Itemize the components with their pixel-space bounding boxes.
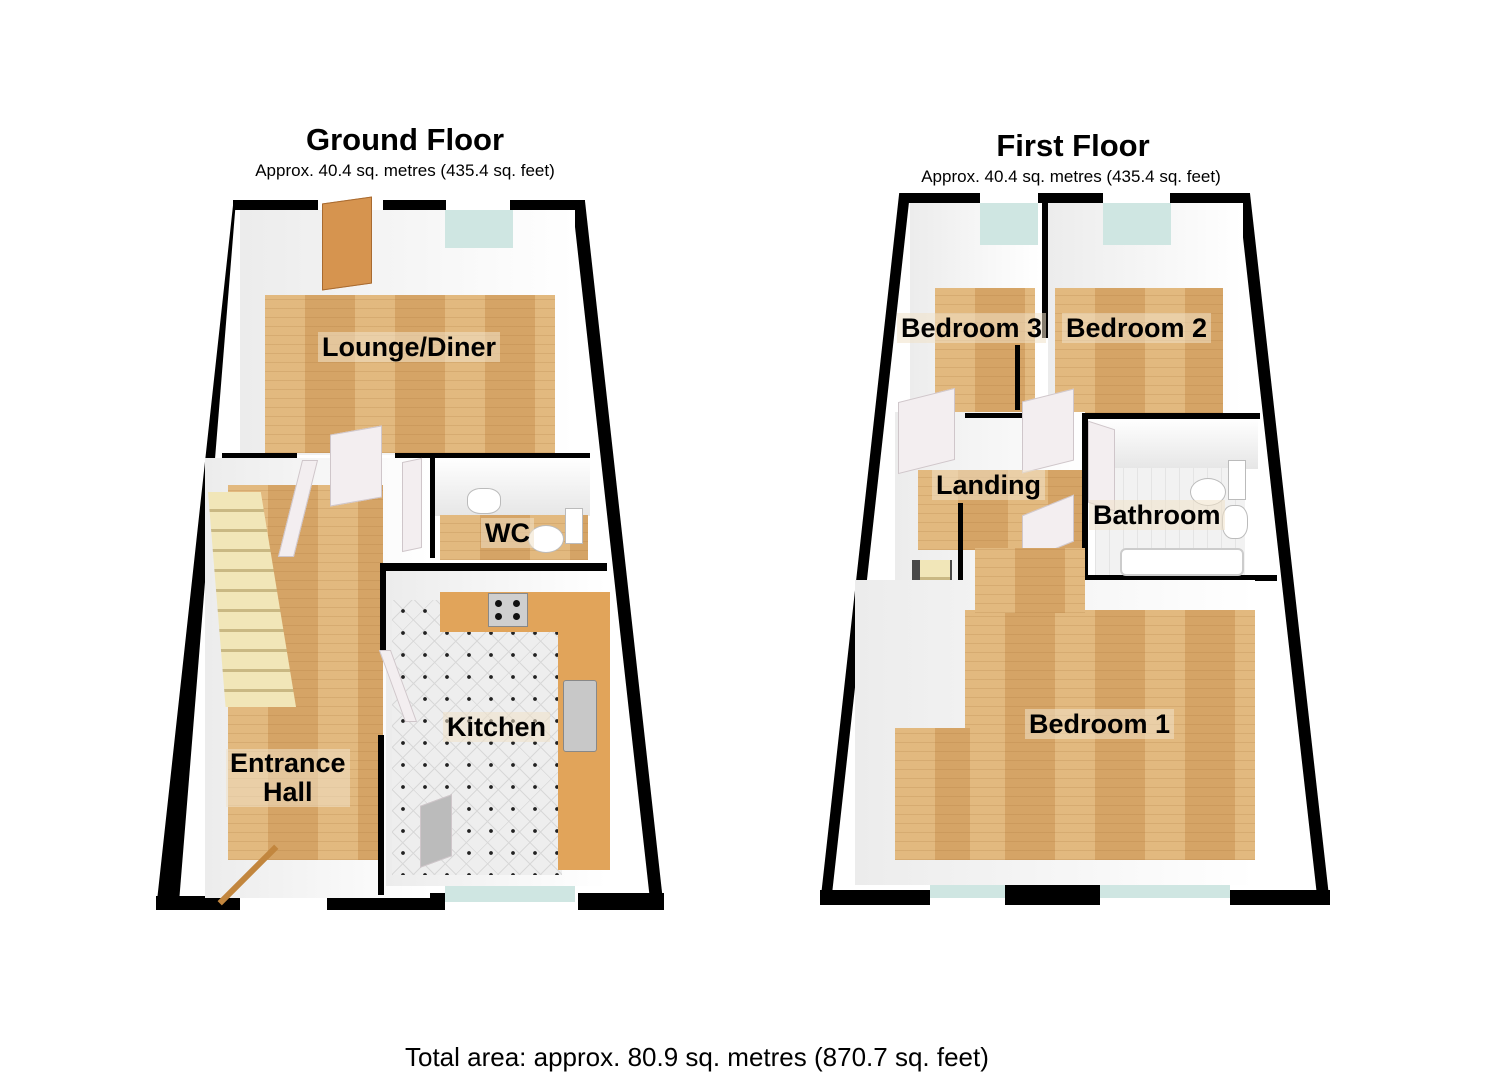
wall <box>222 453 297 458</box>
bathroom-cistern-icon <box>1228 460 1246 500</box>
room-label-landing: Landing <box>932 470 1045 500</box>
wall <box>1015 345 1020 410</box>
wall <box>1042 193 1048 338</box>
bathroom-basin-icon <box>1222 505 1248 539</box>
wall <box>378 735 384 895</box>
wall <box>382 563 607 571</box>
room-label-bedroom-3: Bedroom 3 <box>897 313 1047 343</box>
room-label-bedroom-2: Bedroom 2 <box>1062 313 1212 343</box>
wall <box>900 193 980 203</box>
entrance-hall-label-line2: Hall <box>263 777 313 807</box>
entrance-hall-label-line1: Entrance <box>230 748 346 778</box>
room-label-entrance-hall: Entrance Hall <box>226 749 350 807</box>
room-label-wc: WC <box>481 518 534 548</box>
ground-floor-plan: Lounge/Diner Entrance Hall WC Kitchen <box>0 0 740 1000</box>
wall <box>1082 413 1260 419</box>
bedroom2-window <box>1103 203 1171 245</box>
wall <box>1038 193 1103 203</box>
wc-basin-icon <box>467 488 501 514</box>
bedroom1-floor-left <box>895 728 970 860</box>
wall <box>430 458 435 558</box>
wall <box>383 200 443 210</box>
first-floor-plan: Bedroom 3 Bedroom 2 Landing Bathroom Bed… <box>820 193 1330 905</box>
wall <box>1170 193 1250 203</box>
wall <box>395 453 590 458</box>
bedroom1-floor-entry <box>975 548 1085 613</box>
wall <box>820 890 930 905</box>
wall <box>233 200 318 210</box>
wall <box>380 563 386 653</box>
room-label-kitchen: Kitchen <box>443 712 551 742</box>
kitchen-window <box>445 882 575 902</box>
bath-icon <box>1120 548 1244 576</box>
bedroom2-door[interactable] <box>1022 388 1074 474</box>
room-label-lounge-diner: Lounge/Diner <box>318 332 500 362</box>
bathroom-door[interactable] <box>1088 420 1115 512</box>
wall <box>1082 575 1277 581</box>
wc-toilet-icon <box>528 525 564 553</box>
wall <box>1230 890 1330 905</box>
bedroom2-floor <box>1055 288 1223 413</box>
wall <box>578 893 664 910</box>
lounge-floor <box>265 295 555 453</box>
hob-icon <box>488 593 528 627</box>
room-label-bedroom-1: Bedroom 1 <box>1025 709 1175 739</box>
ground-floor-title: Ground Floor <box>305 122 505 157</box>
first-floor-area: Approx. 40.4 sq. metres (435.4 sq. feet) <box>921 167 1221 186</box>
kitchen-sink-icon <box>563 680 597 752</box>
first-floor-title: First Floor <box>996 128 1150 163</box>
bedroom3-window <box>980 203 1038 245</box>
wall <box>1005 885 1100 905</box>
wc-walls <box>435 458 590 516</box>
wall <box>965 413 1025 418</box>
total-area: Total area: approx. 80.9 sq. metres (870… <box>405 1042 989 1072</box>
wall <box>513 200 585 210</box>
ground-floor-area: Approx. 40.4 sq. metres (435.4 sq. feet) <box>255 161 555 180</box>
wall <box>1082 413 1088 583</box>
bedroom3-door[interactable] <box>898 387 955 475</box>
lounge-window <box>445 210 513 248</box>
wc-cistern-icon <box>565 508 583 544</box>
room-label-bathroom: Bathroom <box>1089 500 1225 530</box>
